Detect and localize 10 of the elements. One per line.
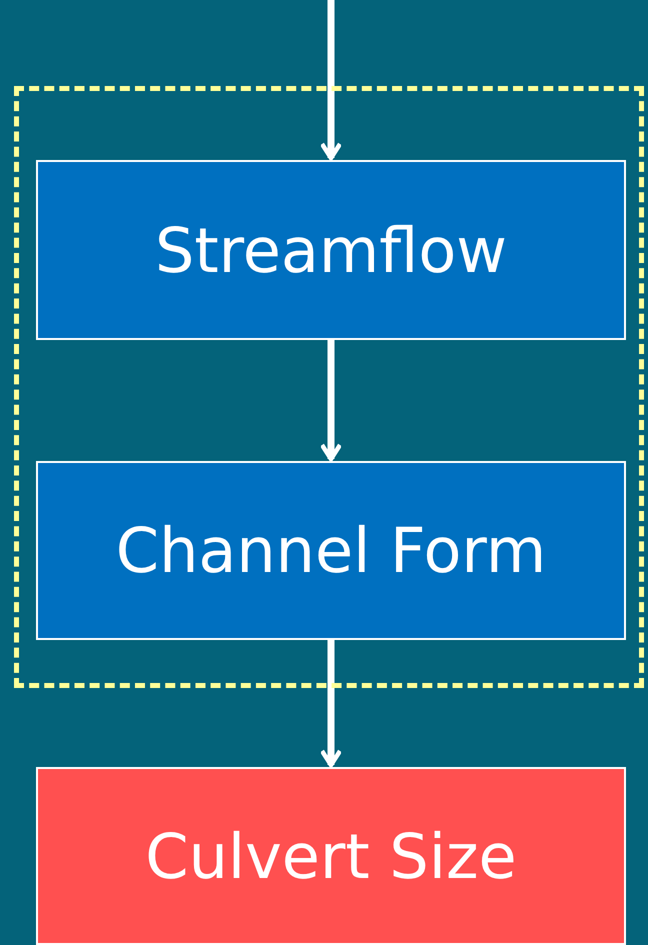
arrow — [320, 640, 342, 768]
node-label: Streamflow — [154, 214, 508, 286]
dashed-group-box — [14, 86, 644, 688]
arrow — [320, 340, 342, 462]
arrow — [320, 0, 342, 160]
result-box — [36, 767, 626, 945]
process-box — [36, 160, 626, 340]
node-label: Culvert Size — [145, 820, 517, 892]
node-label: Channel Form — [116, 514, 546, 587]
process-box — [36, 461, 626, 640]
